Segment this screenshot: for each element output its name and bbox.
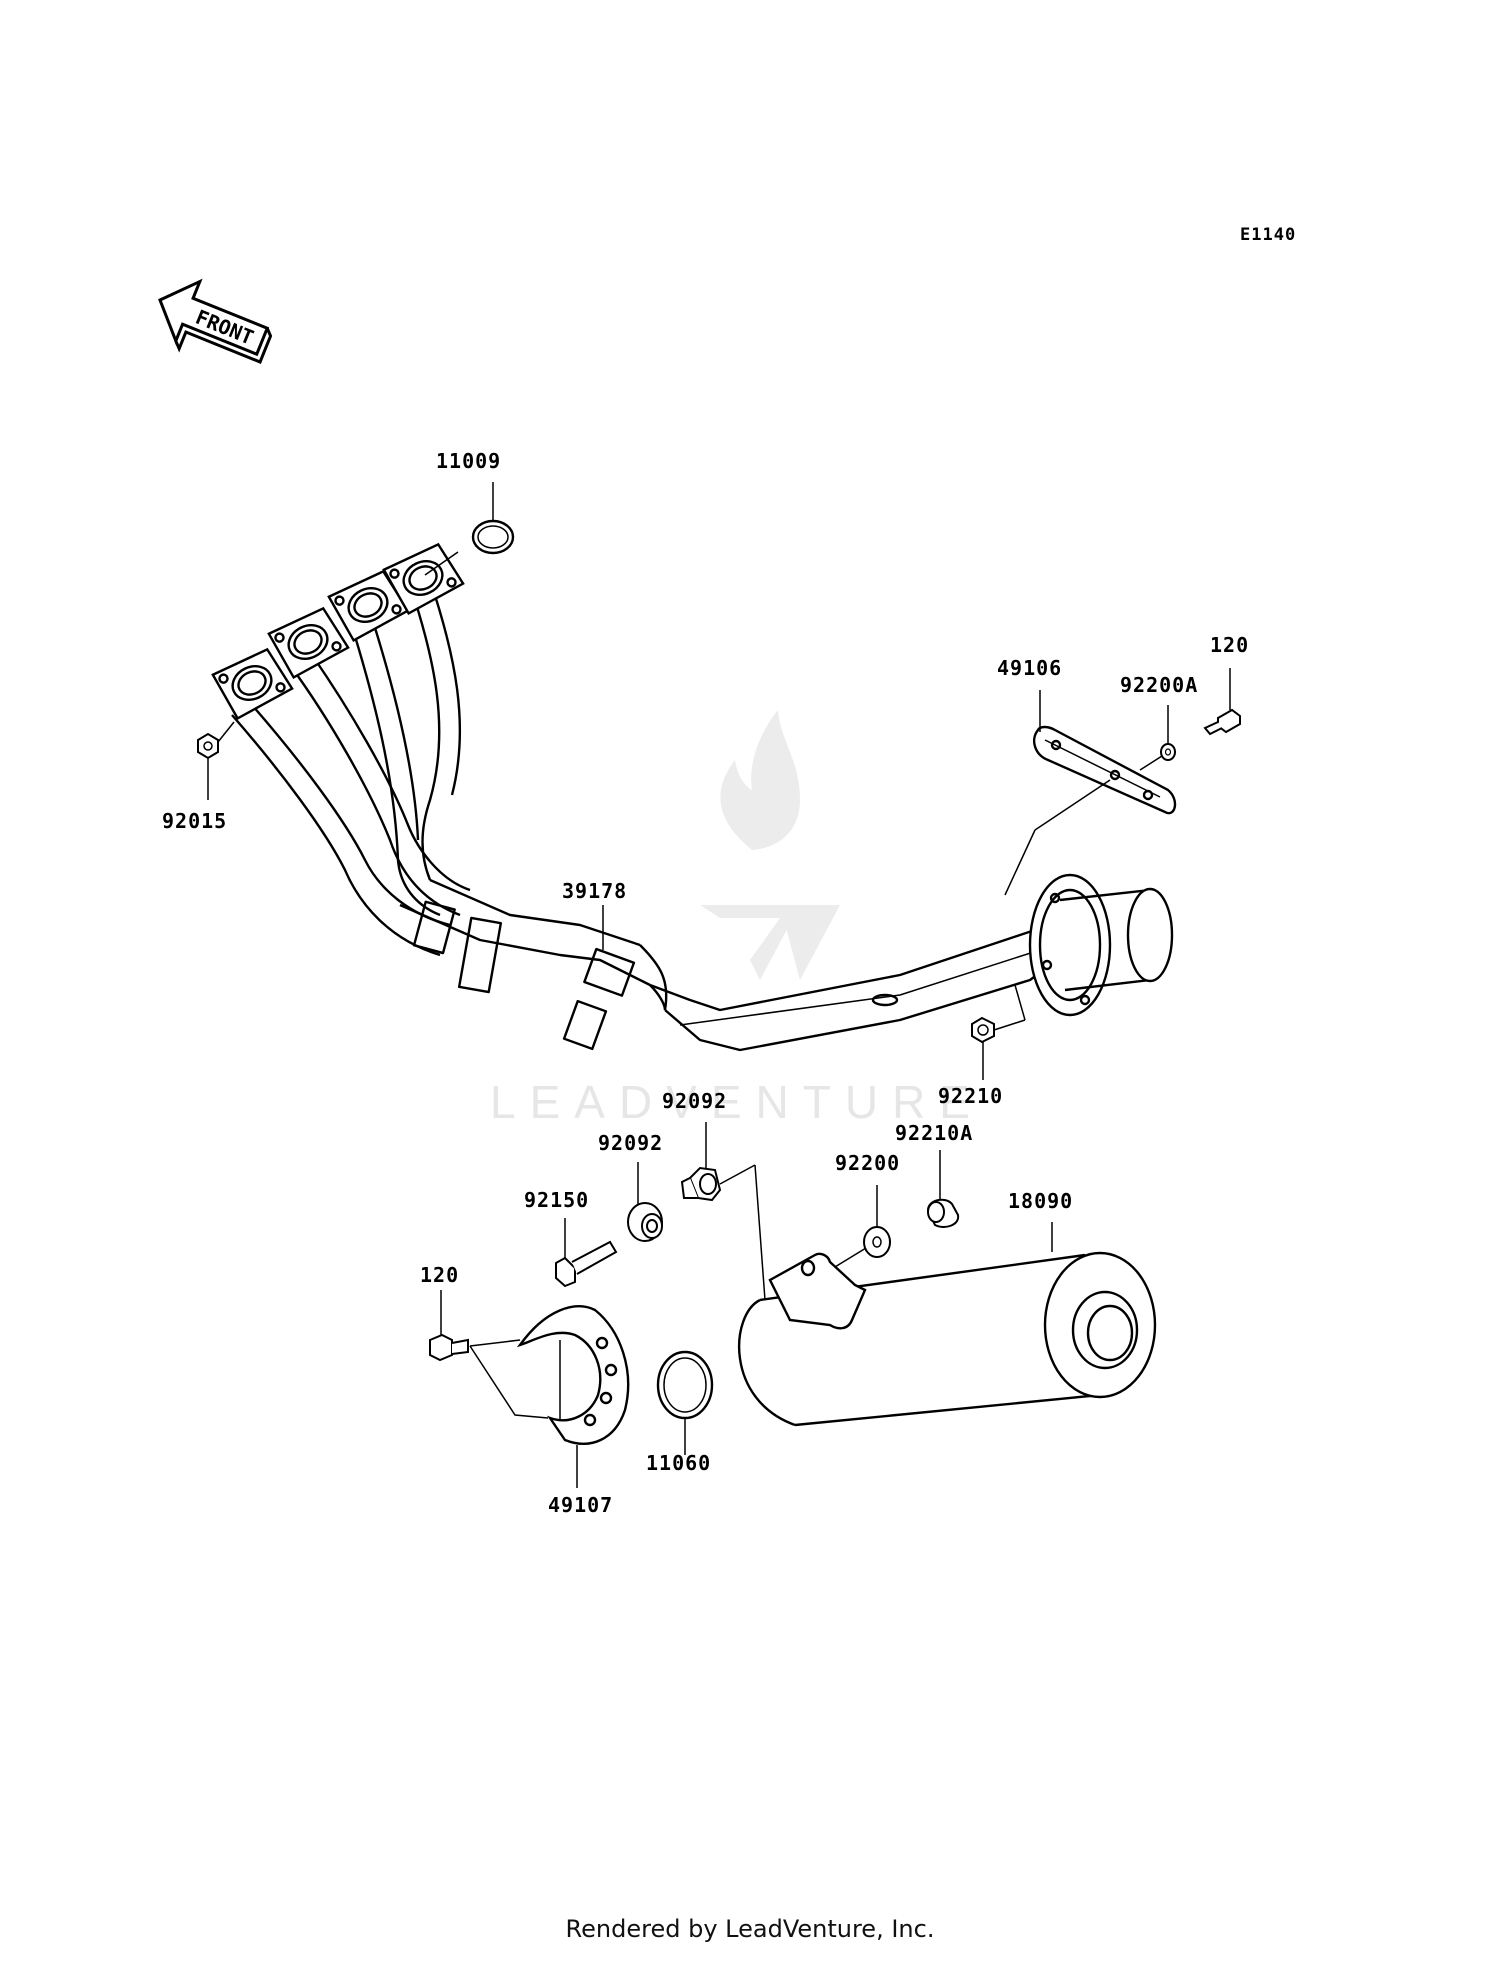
end-cover-49107: [516, 1305, 630, 1488]
label-92150: 92150: [524, 1188, 589, 1212]
exhaust-header-pipes: [231, 579, 1174, 1052]
footer-credit: Rendered by LeadVenture, Inc.: [565, 1915, 935, 1943]
label-18090: 18090: [1008, 1189, 1073, 1213]
grommet-92092-lower: [627, 1162, 663, 1242]
muffler-18090: [737, 1222, 1157, 1427]
label-49106: 49106: [997, 656, 1062, 680]
label-49107: 49107: [548, 1493, 613, 1517]
header-flanges: [211, 542, 465, 721]
nut-92210: [971, 984, 1026, 1080]
bolt-120-top: [1203, 668, 1241, 736]
label-120-bottom: 120: [420, 1263, 459, 1287]
label-11060: 11060: [646, 1451, 711, 1475]
label-92015: 92015: [162, 809, 227, 833]
label-92210A: 92210A: [895, 1121, 973, 1145]
washer-92200: [829, 1185, 891, 1271]
label-92200: 92200: [835, 1151, 900, 1175]
label-92210: 92210: [938, 1084, 1003, 1108]
gasket-11060: [656, 1350, 714, 1455]
label-120-top: 120: [1210, 633, 1249, 657]
bolt-120-bottom: [429, 1290, 549, 1419]
heat-guard-49106: [1004, 690, 1177, 896]
front-direction-arrow: FRONT: [158, 278, 273, 364]
label-92092-upper: 92092: [662, 1089, 727, 1113]
label-39178: 39178: [562, 879, 627, 903]
nut-92015: [197, 721, 235, 800]
label-92092-lower: 92092: [598, 1131, 663, 1155]
collar-92210A: [926, 1150, 960, 1228]
grommet-92092-upper: [680, 1122, 766, 1301]
bolt-92150: [555, 1218, 618, 1288]
watermark-text: LEADVENTURE: [490, 1076, 984, 1128]
diagram-code: E1140: [1240, 225, 1296, 245]
label-92200A: 92200A: [1120, 673, 1198, 697]
label-11009: 11009: [436, 449, 501, 473]
leadventure-watermark: LEADVENTURE: [490, 710, 984, 1128]
washer-92200A: [1139, 705, 1176, 771]
